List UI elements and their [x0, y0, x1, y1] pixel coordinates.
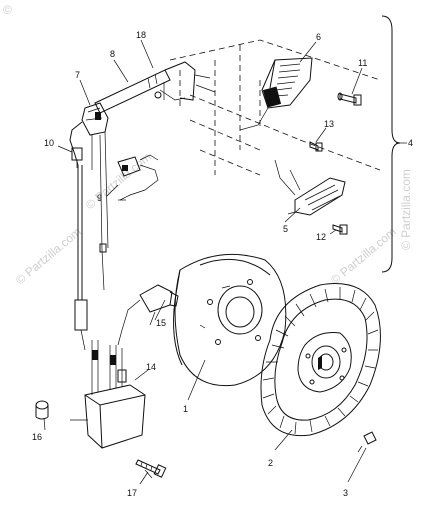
connector-block — [81, 102, 109, 136]
screw-12 — [332, 224, 348, 235]
callout-3: 3 — [343, 488, 348, 498]
callout-2: 2 — [268, 458, 273, 468]
callout-18: 18 — [136, 30, 146, 40]
watermark-diagonal-right: © Partzilla.com — [328, 225, 399, 288]
spark-plug-cap — [117, 284, 179, 346]
bullet-connector-10 — [71, 147, 83, 168]
wire-harness-tube — [94, 61, 216, 114]
callout-15: 15 — [156, 318, 166, 328]
callout-11: 11 — [358, 58, 367, 68]
callout-9: 9 — [97, 193, 102, 203]
flywheel-fan — [260, 283, 381, 437]
callout-16: 16 — [32, 432, 42, 442]
wire-lead-left — [69, 121, 109, 351]
copyright-corner-mark: © — [3, 3, 12, 17]
watermark-vertical: © Partzilla.com — [399, 169, 413, 250]
callout-1: 1 — [183, 404, 188, 414]
coil-lower — [274, 159, 346, 216]
stator-plate — [173, 253, 287, 387]
module-box — [70, 340, 146, 449]
callout-14: 14 — [146, 362, 156, 372]
coil-upper — [239, 57, 313, 131]
leader-lines — [43, 39, 407, 485]
watermark-diagonal-left: © Partzilla.com — [13, 225, 84, 288]
watermark-diagonal-center: © Partzilla.com — [83, 150, 154, 213]
callout-4: 4 — [408, 138, 413, 148]
callout-5: 5 — [283, 224, 288, 234]
callout-6: 6 — [316, 32, 321, 42]
callout-10: 10 — [44, 138, 54, 148]
callout-12: 12 — [316, 232, 326, 242]
callout-13: 13 — [324, 119, 334, 129]
bolt-17 — [135, 459, 167, 479]
bolt-3 — [357, 431, 377, 453]
spacer-16 — [35, 400, 49, 420]
callout-17: 17 — [127, 488, 137, 498]
plug-connector-9 — [117, 154, 159, 201]
screw-11 — [337, 92, 362, 106]
screw-13 — [309, 141, 323, 152]
callout-8: 8 — [110, 49, 115, 59]
callout-7: 7 — [75, 70, 80, 80]
